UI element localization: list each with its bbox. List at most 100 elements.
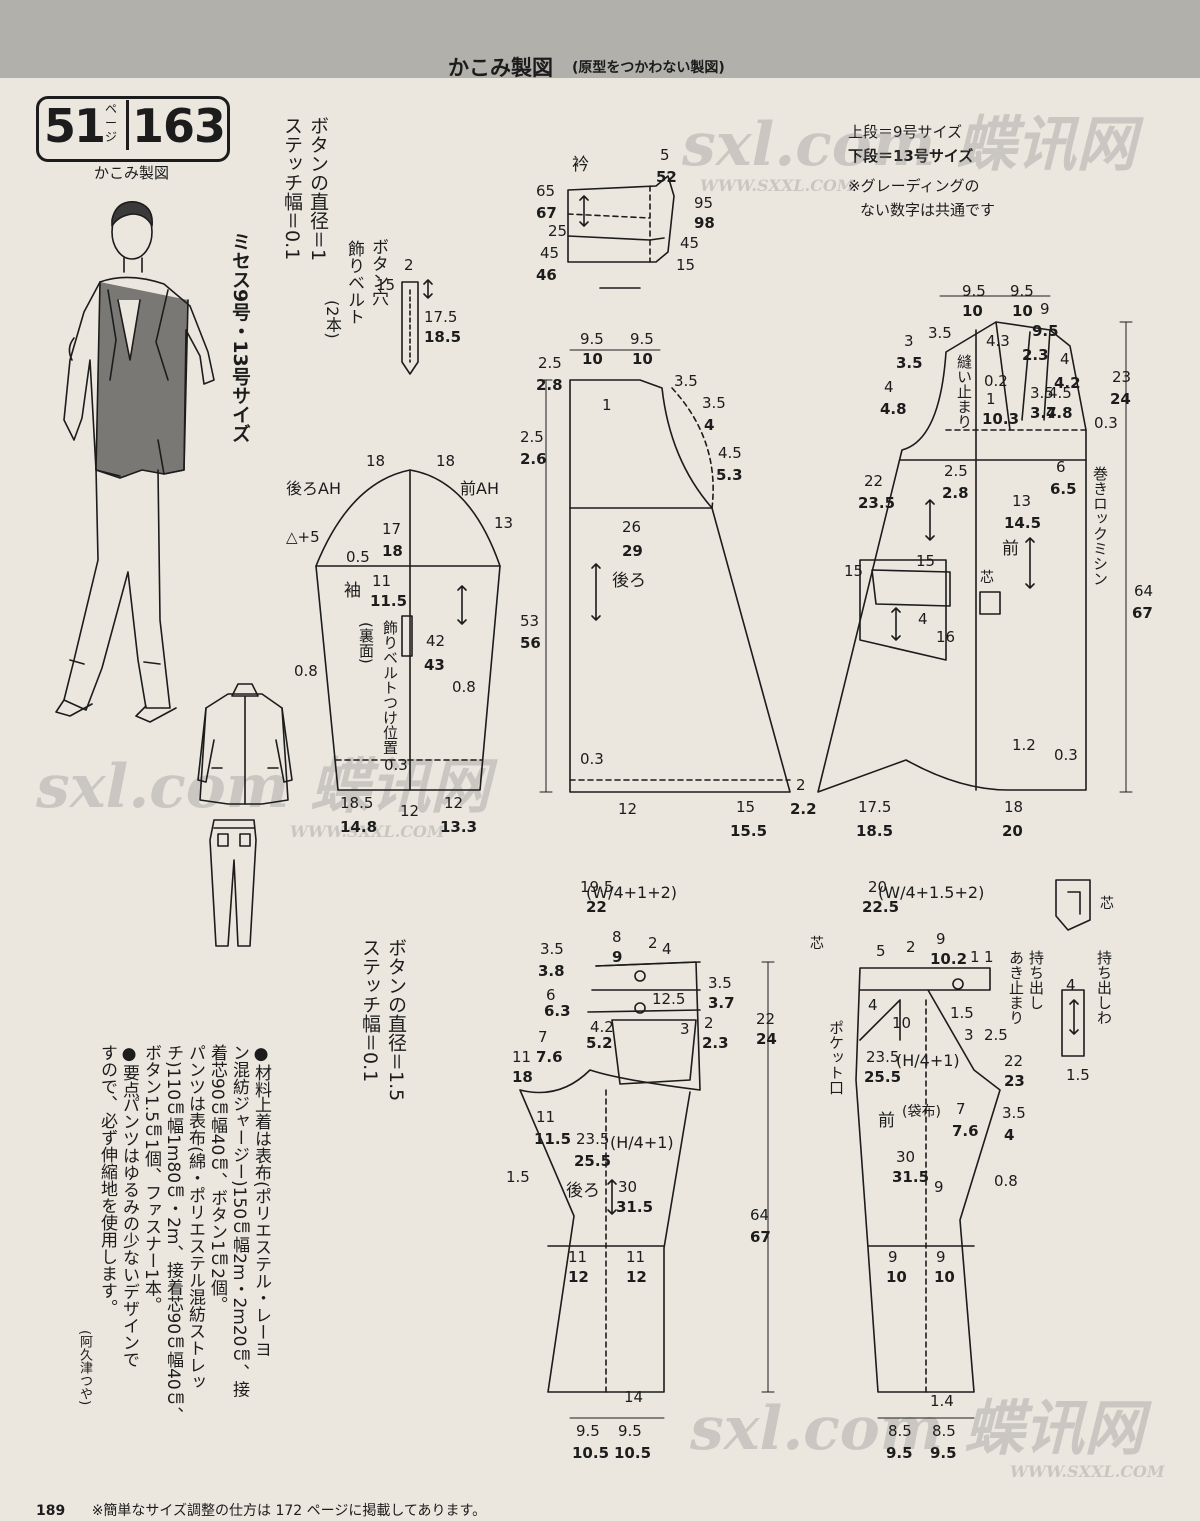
svg-text:18: 18 [436,452,455,470]
svg-text:14.5: 14.5 [1004,514,1041,532]
svg-text:20: 20 [1002,822,1023,840]
svg-text:2: 2 [906,938,916,956]
size-legend-upper: 上段＝9号サイズ [848,123,963,141]
svg-text:18: 18 [1004,798,1023,816]
svg-text:3.5: 3.5 [702,394,726,412]
svg-text:22: 22 [586,898,607,916]
svg-text:6: 6 [1056,458,1066,476]
back-pattern [569,379,791,793]
hip-formula-back: (H/4+1) [610,1133,674,1152]
svg-text:20: 20 [868,878,887,896]
svg-text:2.8: 2.8 [536,376,563,394]
svg-text:3.5: 3.5 [896,354,923,372]
materials-line-3: 着芯90㎝幅40㎝、ボタン1㎝2個。 [207,1044,227,1313]
svg-text:25: 25 [548,222,567,240]
svg-text:2.5: 2.5 [944,462,968,480]
svg-text:5.3: 5.3 [716,466,743,484]
svg-text:3.7: 3.7 [708,994,735,1012]
svg-text:64: 64 [750,1206,769,1224]
trousers-front-pattern [855,967,1085,1393]
svg-text:13: 13 [494,514,513,532]
belt-pattern [401,279,433,375]
svg-text:23: 23 [1112,368,1131,386]
sleeve-pattern [315,469,501,791]
svg-text:3.5: 3.5 [708,974,732,992]
size-legend-lower: 下段＝13号サイズ [848,147,974,165]
svg-text:3.7: 3.7 [1030,404,1057,422]
svg-text:2.6: 2.6 [520,450,547,468]
svg-text:31.5: 31.5 [892,1168,929,1186]
svg-text:53: 53 [520,612,539,630]
collar-pattern [567,175,675,289]
svg-text:1.5: 1.5 [950,1004,974,1022]
svg-text:3.8: 3.8 [538,962,565,980]
svg-text:15.5: 15.5 [730,822,767,840]
svg-text:52: 52 [656,168,677,186]
svg-text:4: 4 [1060,350,1070,368]
page-reference-label: かこみ製図 [88,162,176,183]
waist-formula-back: (W/4+1+2) [586,883,677,902]
svg-text:0.2: 0.2 [984,372,1008,390]
svg-text:3: 3 [904,332,914,350]
jacket-button-note-2: ステッチ幅＝0.1 [281,116,303,261]
svg-text:2: 2 [648,934,658,952]
svg-text:10.5: 10.5 [614,1444,651,1462]
svg-text:2.2: 2.2 [790,800,817,818]
svg-text:9: 9 [612,948,622,966]
svg-text:1: 1 [970,948,980,966]
svg-text:22.5: 22.5 [862,898,899,916]
svg-text:8.5: 8.5 [888,1422,912,1440]
svg-text:15: 15 [736,798,755,816]
svg-text:25.5: 25.5 [864,1068,901,1086]
svg-text:56: 56 [520,634,541,652]
svg-text:7: 7 [956,1100,966,1118]
svg-text:22: 22 [1004,1052,1023,1070]
svg-text:1.2: 1.2 [1012,736,1036,754]
svg-text:16: 16 [936,628,955,646]
svg-text:11.5: 11.5 [370,592,407,610]
belt-position-label: 飾りベルトつけ位置 [381,620,399,755]
opening-stop-label: あき止まり [1007,950,1025,1025]
svg-text:17: 17 [382,520,401,538]
svg-text:9: 9 [934,1178,944,1196]
svg-text:9.5: 9.5 [576,1422,600,1440]
svg-text:9: 9 [936,930,946,948]
serger-label: 巻きロックミシン [1091,466,1109,586]
materials-line-2: ン混紡ジャージー)150㎝幅2m・2m20㎝、接 [229,1044,249,1398]
svg-text:7: 7 [538,1028,548,1046]
svg-text:3.5: 3.5 [1002,1104,1026,1122]
svg-text:0.8: 0.8 [994,1172,1018,1190]
dimension-values: 5 52 65 67 25 45 46 95 98 45 15 2 15 17.… [286,146,1153,1462]
svg-text:2.3: 2.3 [1022,346,1049,364]
svg-text:9.5: 9.5 [580,330,604,348]
svg-text:25.5: 25.5 [574,1152,611,1170]
svg-text:15: 15 [676,256,695,274]
page-reference-frame [36,96,230,162]
svg-text:67: 67 [536,204,557,222]
size-legend-note-1: ※グレーディングの [848,177,980,195]
watermark-url-bottom: WWW.SXXL.COM [1010,1462,1165,1481]
interfacing-label: 芯 [980,570,994,586]
back-armhole-label: 後ろAH [286,479,341,498]
svg-text:65: 65 [536,182,555,200]
size-legend-note-2: ない数字は共通です [860,201,996,219]
page-footer: 189 ※簡単なサイズ調整の仕方は 172 ページに掲載してあります。 [36,1500,486,1520]
footer-page-number: 189 [36,1503,66,1519]
svg-text:9.5: 9.5 [886,1444,913,1462]
svg-text:29: 29 [622,542,643,560]
svg-text:12: 12 [568,1268,589,1286]
svg-text:7.6: 7.6 [536,1048,563,1066]
belt-label: 飾りベルト [344,240,364,325]
svg-text:4.8: 4.8 [1046,404,1073,422]
svg-text:23.5: 23.5 [858,494,895,512]
jacket-flat-sketch [197,683,293,805]
svg-text:67: 67 [1132,604,1153,622]
fly-fold-label: 持ち出しわ [1095,950,1113,1025]
svg-text:1: 1 [984,948,994,966]
interfacing-detail [1055,879,1091,931]
point-heading: ●要点 [119,1044,139,1098]
svg-text:4.5: 4.5 [1048,384,1072,402]
svg-text:1.5: 1.5 [1066,1066,1090,1084]
svg-text:8: 8 [612,928,622,946]
svg-text:2: 2 [796,776,806,794]
